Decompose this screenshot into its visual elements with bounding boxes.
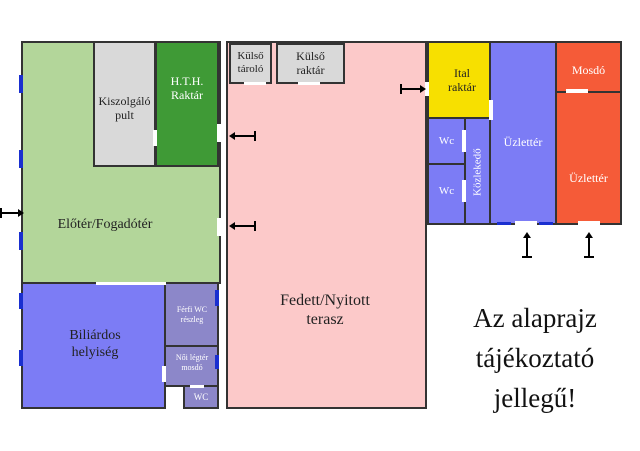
window	[497, 222, 511, 225]
door	[217, 218, 221, 236]
door	[462, 130, 466, 152]
door	[515, 221, 537, 225]
entrance-arrow-icon	[0, 208, 24, 218]
label-ital-raktar: Ital raktár	[448, 65, 476, 94]
door	[217, 124, 221, 142]
label-terasz: Fedett/Nyitott terasz	[280, 291, 370, 328]
label-hth-raktar: H.T.H. Raktár	[170, 73, 204, 102]
window	[19, 150, 23, 168]
label-noi-legter: Női légtér mosdó	[175, 353, 209, 372]
entrance-arrow-icon	[229, 221, 256, 231]
door	[190, 385, 204, 388]
label-kulso-raktar: Külső raktár	[296, 48, 325, 77]
room-uzletter-2	[555, 91, 622, 225]
window	[215, 290, 219, 306]
room-kulso-tarolo	[229, 43, 272, 84]
entrance-arrow-icon	[522, 232, 532, 258]
label-biliardos: Biliárdos helyiség	[69, 328, 121, 360]
label-eloter: Előtér/Fogadótér	[57, 216, 153, 232]
window	[539, 222, 553, 225]
room-wc-small	[183, 385, 219, 409]
door	[96, 282, 166, 285]
window	[19, 293, 23, 309]
label-wc-1: Wc	[438, 135, 455, 148]
label-uzletter-2: Üzlettér	[569, 170, 608, 185]
room-hth-raktar	[155, 41, 219, 167]
window	[215, 355, 219, 369]
label-wc-small: WC	[193, 391, 209, 402]
label-kiszolgalo-pult: Kiszolgáló pult	[98, 93, 151, 122]
disclaimer-note: Az alaprajz tájékoztató jellegű!	[473, 303, 597, 413]
entrance-arrow-icon	[400, 84, 426, 94]
door	[578, 221, 600, 225]
door	[489, 100, 493, 120]
label-uzletter-1: Üzlettér	[503, 134, 543, 149]
room-kiszolgalo-pult	[93, 41, 156, 167]
door	[162, 366, 166, 382]
label-wc-2: Wc	[438, 185, 455, 198]
label-mosdo: Mosdó	[571, 62, 606, 77]
entrance-arrow-icon	[229, 131, 256, 141]
room-terasz	[226, 41, 427, 409]
door	[153, 130, 157, 146]
window	[19, 232, 23, 250]
label-kozlekedo: Közlekedő	[471, 148, 484, 196]
window	[19, 75, 23, 93]
door	[298, 82, 320, 85]
entrance-arrow-icon	[584, 232, 594, 258]
label-ferfi-wc: Férfi WC részleg	[176, 305, 208, 324]
label-kulso-tarolo: Külső tároló	[237, 49, 264, 75]
window	[19, 350, 23, 366]
door	[425, 82, 429, 96]
door	[244, 82, 266, 85]
door	[566, 89, 588, 93]
door	[462, 180, 466, 202]
